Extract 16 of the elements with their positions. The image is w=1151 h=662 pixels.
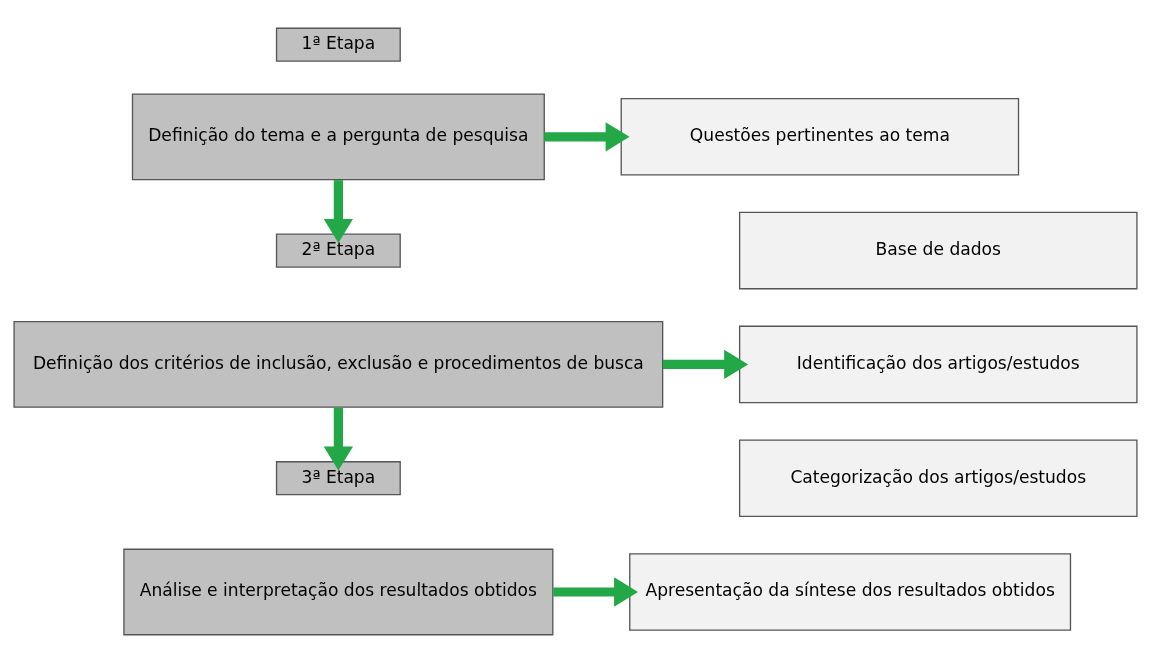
node-box: Categorização dos artigos/estudos: [738, 438, 1138, 517]
node-box: 1ª Etapa: [275, 27, 401, 62]
node-box: Base de dados: [738, 211, 1138, 289]
arrow: [662, 349, 749, 379]
arrow: [323, 407, 354, 470]
node-box: Definição dos critérios de inclusão, exclusão e procedimentos de busca: [13, 320, 664, 408]
node-box: Questões pertinentes ao tema: [620, 97, 1020, 176]
node-box: Definição do tema e a pergunta de pesquisa: [131, 92, 545, 180]
node-box: 2ª Etapa: [275, 233, 401, 268]
arrow: [553, 576, 639, 607]
node-box: Análise e interpretação dos resultados obtidos: [123, 548, 554, 635]
node-box: 3ª Etapa: [275, 460, 401, 495]
arrow: [544, 121, 630, 151]
arrow: [323, 179, 354, 243]
node-box: Apresentação da síntese dos resultados obtidos: [629, 552, 1072, 631]
node-box: Identificação dos artigos/estudos: [738, 325, 1138, 403]
